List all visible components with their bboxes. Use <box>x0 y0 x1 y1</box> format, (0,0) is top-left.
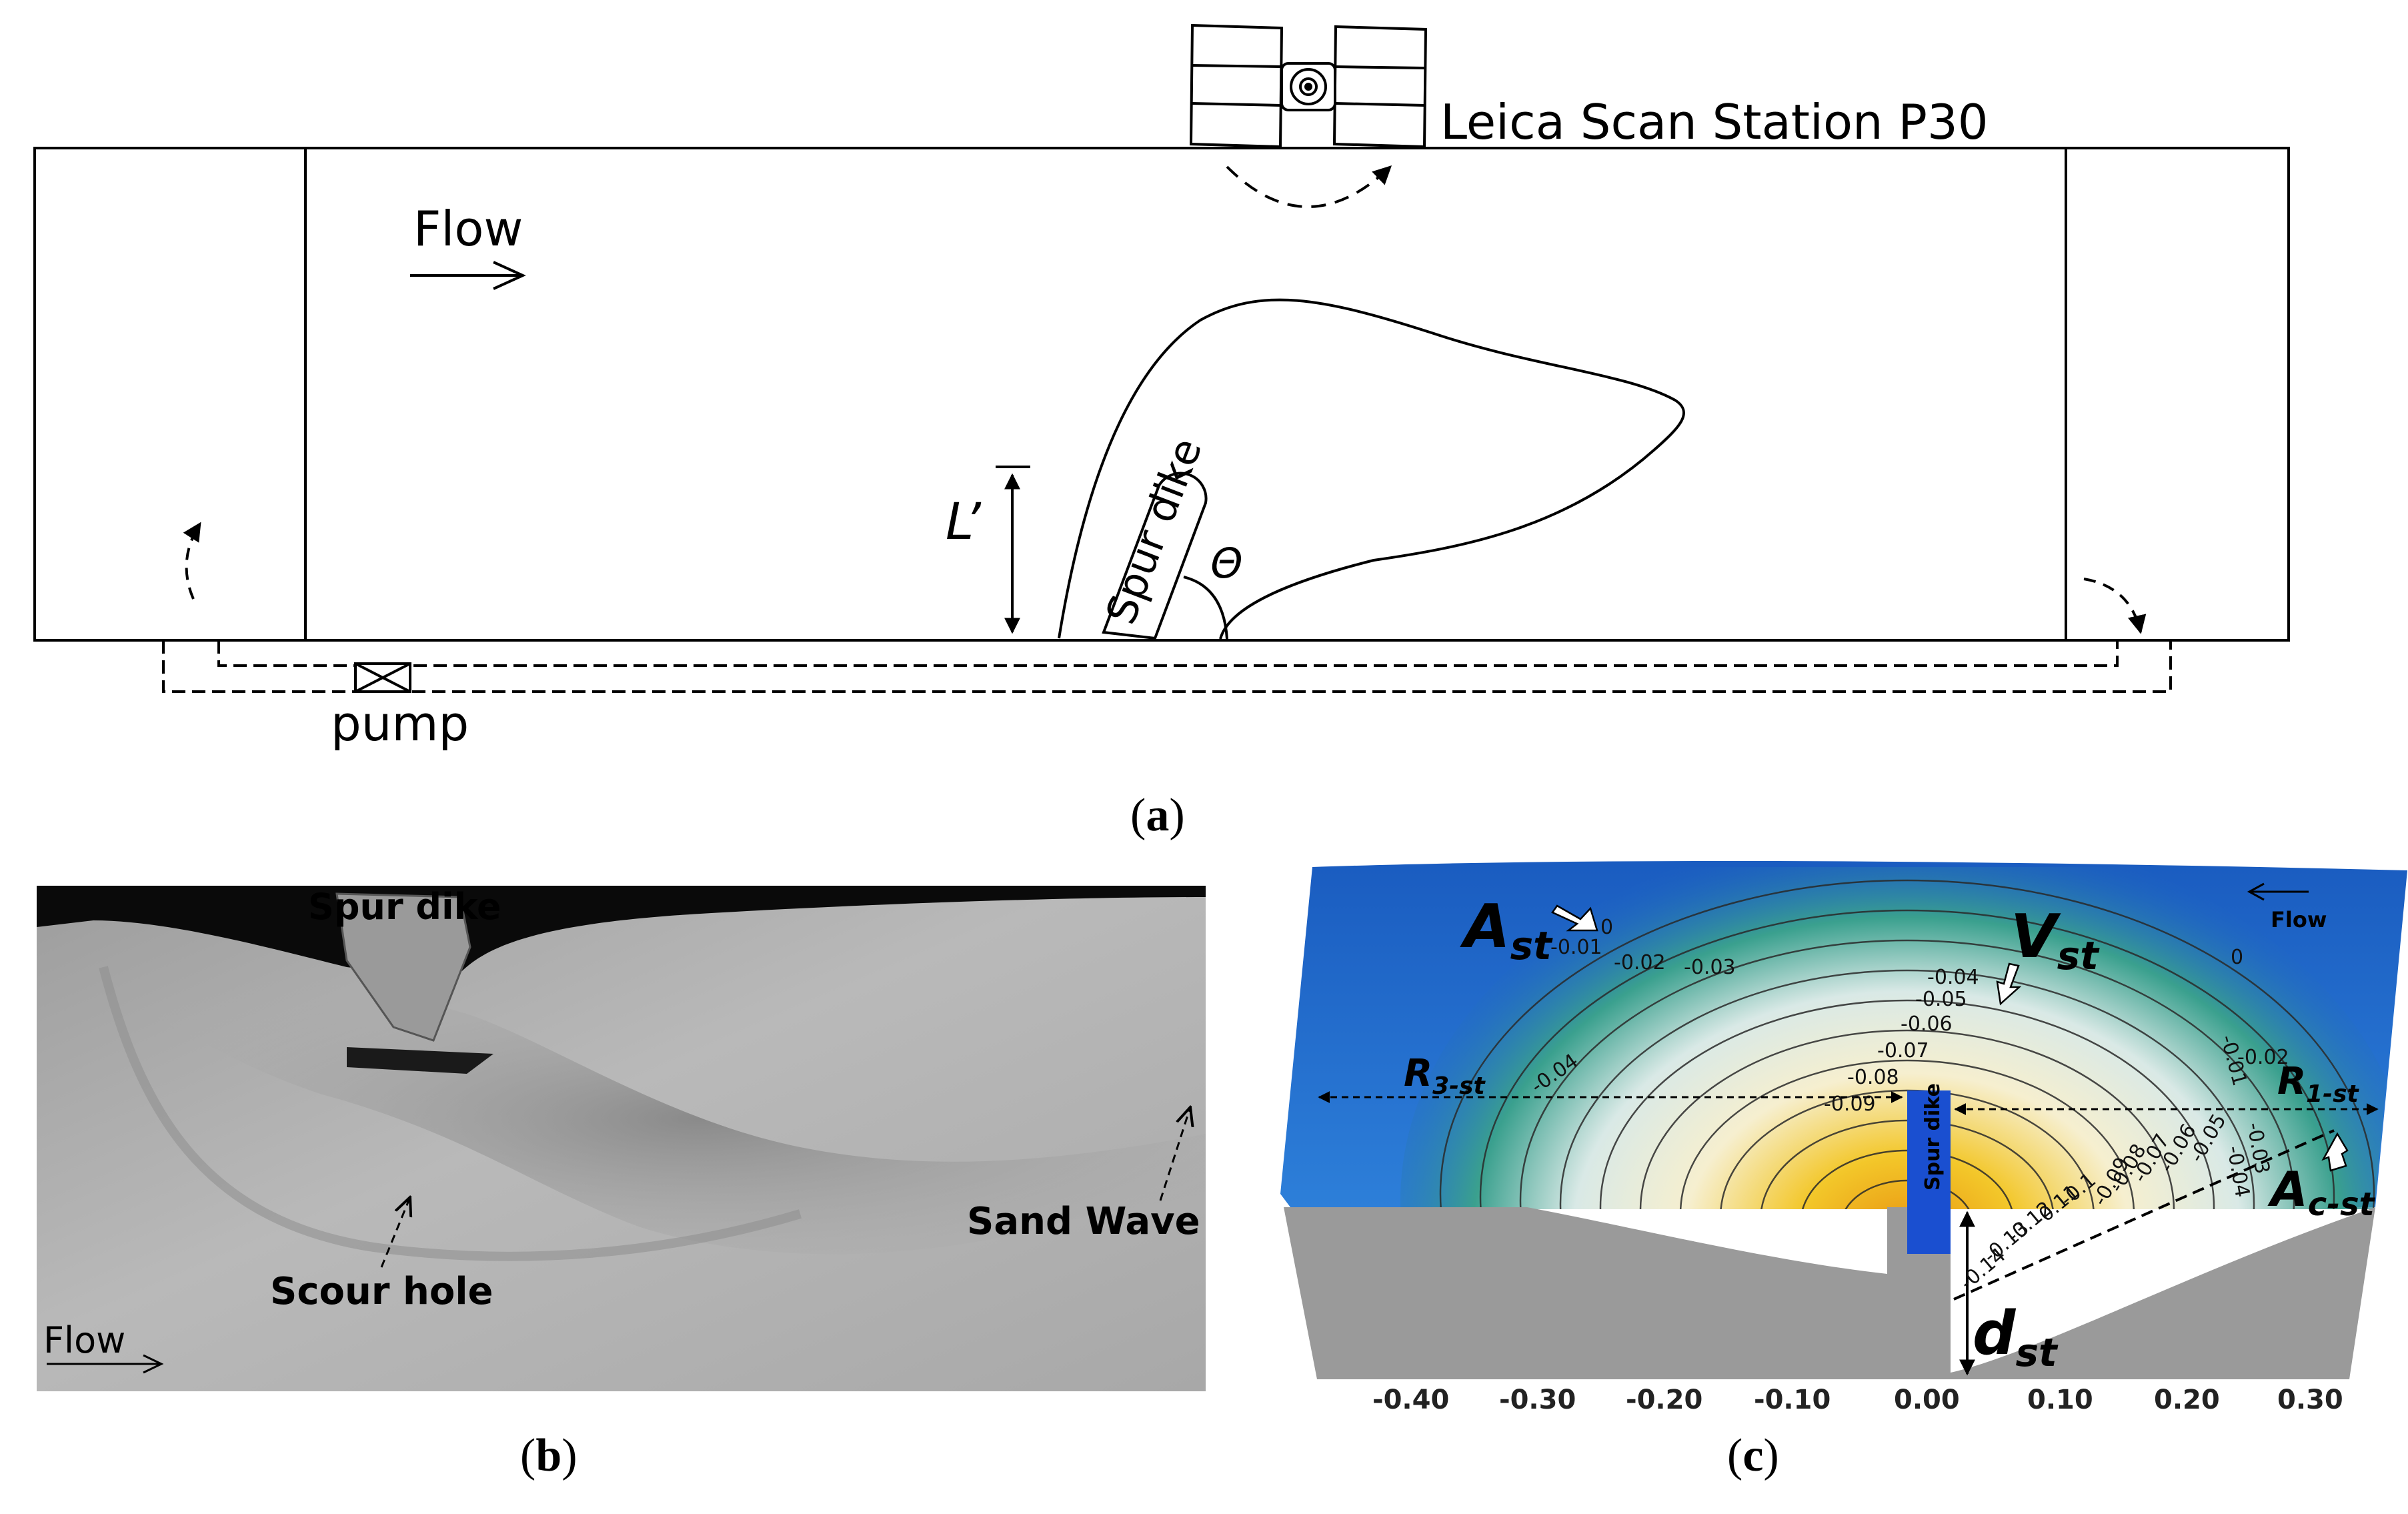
scour-outline <box>1058 298 1685 640</box>
angle-arc <box>1183 576 1228 640</box>
flow-arrow-a <box>410 261 526 290</box>
contour-label: -0.02 <box>1614 951 1666 974</box>
dike-photo <box>335 892 471 1042</box>
flow-arrow-b <box>47 1354 164 1374</box>
contour-label: 0 <box>2231 946 2243 969</box>
contour-label: -0.08 <box>1847 1066 1899 1089</box>
scour-rim <box>99 966 802 1261</box>
sand-wave-label: Sand Wave <box>967 1200 1200 1243</box>
recirculation-pipe <box>162 640 2172 693</box>
contour-label: -0.05 <box>1915 988 1967 1011</box>
x-tick-label: -0.20 <box>1626 1385 1702 1415</box>
v-st-label: Vst <box>2011 902 2100 978</box>
x-tick-label: -0.30 <box>1499 1385 1576 1415</box>
panel-b: Spur dike Scour hole Sand Wave Flow (b) <box>37 886 1206 1481</box>
dike-base-dark <box>347 1047 493 1074</box>
pump-icon <box>354 662 411 693</box>
flow-label-c: Flow <box>2271 907 2327 932</box>
x-tick-label: -0.40 <box>1372 1385 1449 1415</box>
spur-dike-label-b: Spur dike <box>308 886 501 928</box>
rotation-arrow <box>1226 165 1392 208</box>
caption-a: (a) <box>1130 790 1185 841</box>
x-tick-label: -0.10 <box>1754 1385 1831 1415</box>
contour-label: -0.01 <box>1550 936 1602 959</box>
a-st-arrow <box>1551 904 1598 932</box>
panel-a: Leica Scan Station P30 Flow Spur dike Θ … <box>33 23 2290 841</box>
flow-arrow-c <box>2247 882 2309 901</box>
panel-c: Spur dike Ast Vst R3-st R1-st Ac-st dst … <box>1280 860 2407 1481</box>
contour-label: -0.09 <box>1824 1092 1876 1116</box>
x-tick-label: 0.10 <box>2027 1385 2093 1415</box>
spur-dike-a: Spur dike <box>1096 432 1212 640</box>
spur-dike-c <box>1907 1090 1951 1254</box>
flume-outline <box>33 147 2290 642</box>
contour-label: -0.02 <box>2237 1046 2289 1069</box>
recirc-arrow-right <box>2083 578 2147 634</box>
angle-label: Θ <box>1210 539 1243 588</box>
v-st-arrow <box>1996 962 2022 1006</box>
scanner-icon <box>1189 23 1428 149</box>
length-label: L’ <box>946 492 982 551</box>
spur-dike-label-c: Spur dike <box>1921 1083 1945 1191</box>
front-face <box>1284 1207 2375 1379</box>
x-tick-label: 0.30 <box>2277 1385 2343 1415</box>
x-tick-label: 0.20 <box>2154 1385 2220 1415</box>
pump-label: pump <box>331 696 469 752</box>
scanner-label: Leica Scan Station P30 <box>1440 94 1989 150</box>
a-st-label: Ast <box>1460 892 1553 968</box>
scour-depression <box>80 954 1206 1255</box>
x-tick-label: 0.00 <box>1894 1385 1960 1415</box>
x-axis: -0.40 -0.30 -0.20 -0.10 0.00 0.10 0.20 0… <box>1372 1385 2343 1415</box>
contour-label: -0.07 <box>1877 1039 1929 1062</box>
contour-label: -0.03 <box>1684 956 1736 979</box>
sand-wave-arrow <box>1159 1107 1190 1201</box>
dark-background <box>37 886 1206 980</box>
scour-label: Scour hole <box>270 1270 493 1313</box>
d-st-label: dst <box>1973 1299 2059 1375</box>
flow-label-a: Flow <box>413 201 523 257</box>
length-dimension <box>996 466 1030 634</box>
r3-st-label: R3-st <box>1404 1052 1486 1100</box>
caption-c: (c) <box>1727 1430 1779 1481</box>
ac-dimension <box>1953 1129 2335 1301</box>
ac-st-label: Ac-st <box>2267 1161 2376 1223</box>
caption-b: (b) <box>520 1430 577 1481</box>
r1-st-label: R1-st <box>2277 1060 2360 1108</box>
ac-st-arrow <box>2321 1132 2349 1172</box>
recirc-arrow-left <box>183 522 201 600</box>
contour-label: -0.04 <box>1927 966 1979 989</box>
contour-label: -0.06 <box>1901 1012 1953 1036</box>
flow-label-b: Flow <box>43 1319 125 1361</box>
contour-label: 0 <box>1600 916 1613 939</box>
